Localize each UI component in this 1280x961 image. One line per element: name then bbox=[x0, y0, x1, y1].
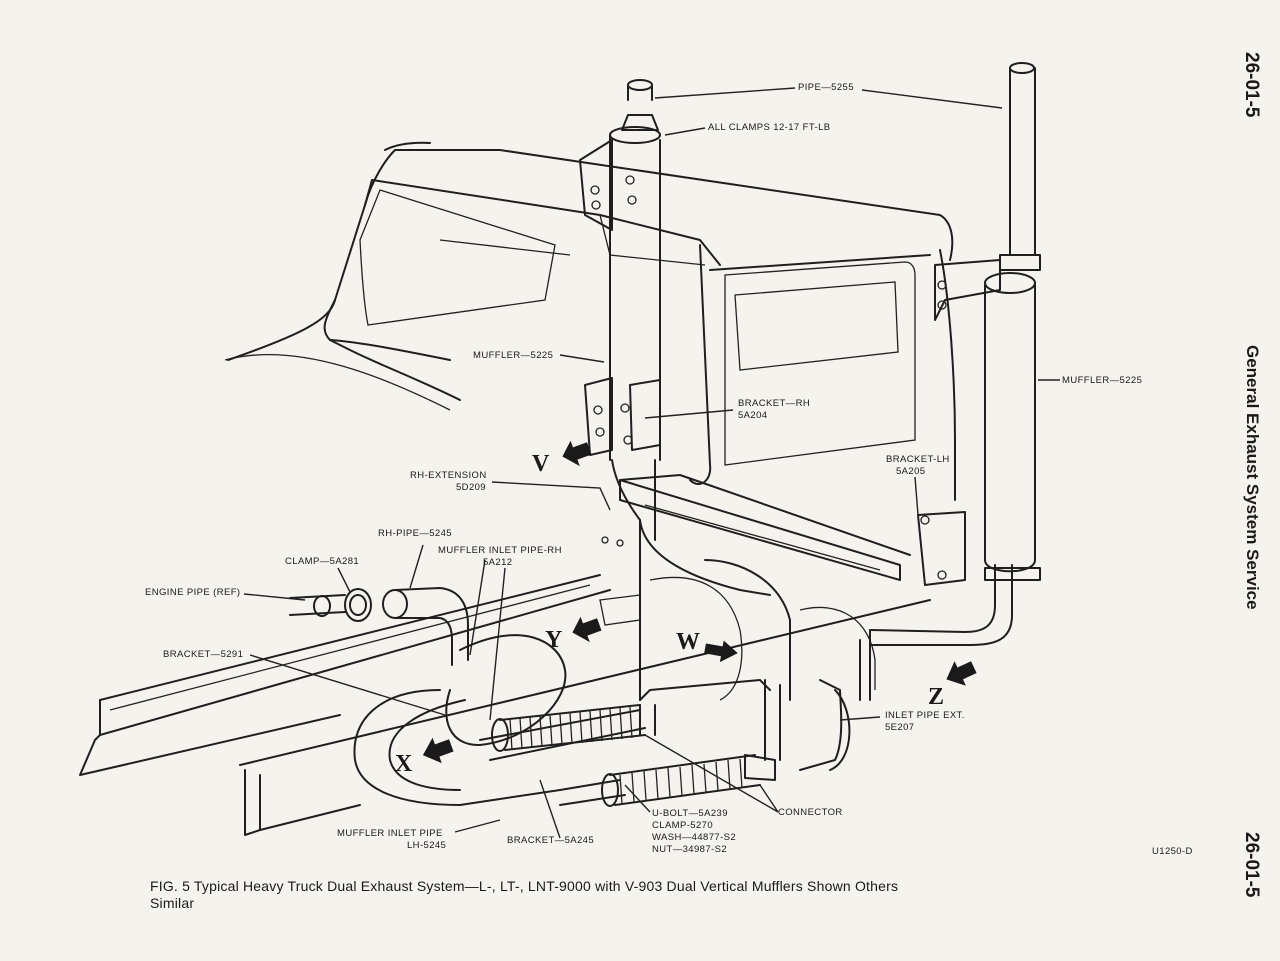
label-inlet-pipe-ext: INLET PIPE EXT. 5E207 bbox=[885, 710, 965, 734]
label-muffler-inlet-pipe-rh-line2: 5A212 bbox=[483, 557, 513, 568]
label-muffler-inlet-pipe-lh-line2: LH-5245 bbox=[407, 840, 447, 851]
flex-connectors bbox=[491, 704, 761, 807]
label-rh-extension-line1: RH-EXTENSION bbox=[410, 470, 487, 481]
label-hardware-washer: WASH—44877-S2 bbox=[652, 832, 737, 843]
label-muffler-inlet-pipe-lh-line1: MUFFLER INLET PIPE bbox=[337, 828, 443, 839]
label-rh-extension-line2: 5D209 bbox=[456, 482, 486, 493]
label-engine-pipe: ENGINE PIPE (REF) bbox=[145, 587, 241, 598]
label-inlet-pipe-ext-line2: 5E207 bbox=[885, 722, 915, 733]
label-bracket-5a245: BRACKET—5A245 bbox=[507, 835, 595, 846]
view-letter-z: Z bbox=[928, 684, 945, 710]
label-muffler-left: MUFFLER—5225 bbox=[473, 350, 554, 361]
page-number-bottom: 26-01-5 bbox=[1241, 832, 1262, 898]
label-bracket-lh-line2: 5A205 bbox=[896, 466, 926, 477]
label-bracket-lh-line1: BRACKET-LH bbox=[886, 454, 950, 465]
label-hardware: U-BOLT—5A239 CLAMP-5270 WASH—44877-S2 NU… bbox=[652, 808, 736, 856]
label-bracket-rh-line2: 5A204 bbox=[738, 410, 768, 421]
figure-caption: FIG. 5 Typical Heavy Truck Dual Exhaust … bbox=[150, 878, 1000, 912]
view-letter-w: W bbox=[676, 629, 700, 655]
label-hardware-clamp: CLAMP-5270 bbox=[652, 820, 714, 831]
label-muffler-inlet-pipe-rh-line1: MUFFLER INLET PIPE-RH bbox=[438, 545, 562, 556]
label-clamp-5a281: CLAMP—5A281 bbox=[285, 556, 360, 567]
label-rh-extension: RH-EXTENSION 5D209 bbox=[410, 470, 487, 494]
right-muffler-assembly bbox=[869, 62, 1041, 646]
label-all-clamps: ALL CLAMPS 12-17 FT-LB bbox=[708, 122, 831, 133]
label-inlet-pipe-ext-line1: INLET PIPE EXT. bbox=[885, 710, 965, 721]
frame-rails bbox=[79, 474, 931, 836]
label-bracket-lh: BRACKET-LH 5A205 bbox=[886, 454, 950, 478]
view-letter-y: Y bbox=[545, 627, 563, 653]
label-muffler-inlet-pipe-rh: MUFFLER INLET PIPE-RH 5A212 bbox=[438, 545, 562, 569]
label-muffler-right: MUFFLER—5225 bbox=[1062, 375, 1143, 386]
label-rh-pipe: RH-PIPE—5245 bbox=[378, 528, 452, 539]
section-title: General Exhaust System Service bbox=[1243, 345, 1262, 610]
view-arrows bbox=[422, 440, 977, 764]
view-letter-x: X bbox=[395, 751, 413, 777]
leader-lines bbox=[243, 87, 1060, 839]
page-number-top: 26-01-5 bbox=[1241, 52, 1262, 118]
figure-caption-line2: Similar bbox=[150, 895, 195, 911]
view-letter-v: V bbox=[532, 451, 550, 477]
label-muffler-inlet-pipe-lh: MUFFLER INLET PIPE LH-5245 bbox=[337, 828, 446, 852]
label-hardware-nut: NUT—34987-S2 bbox=[652, 844, 728, 855]
label-bracket-rh-line1: BRACKET—RH bbox=[738, 398, 811, 409]
left-muffler-assembly bbox=[579, 79, 661, 701]
label-bracket-5291: BRACKET—5291 bbox=[163, 649, 244, 660]
label-hardware-ubolt: U-BOLT—5A239 bbox=[652, 808, 728, 819]
label-bracket-rh: BRACKET—RH 5A204 bbox=[738, 398, 810, 422]
lower-exhaust-pipes bbox=[289, 519, 876, 806]
figure-reference: U1250-D bbox=[1152, 846, 1193, 857]
figure-caption-line1: FIG. 5 Typical Heavy Truck Dual Exhaust … bbox=[150, 878, 899, 894]
label-pipe-5255: PIPE—5255 bbox=[798, 82, 854, 93]
label-connector: CONNECTOR bbox=[778, 807, 843, 818]
